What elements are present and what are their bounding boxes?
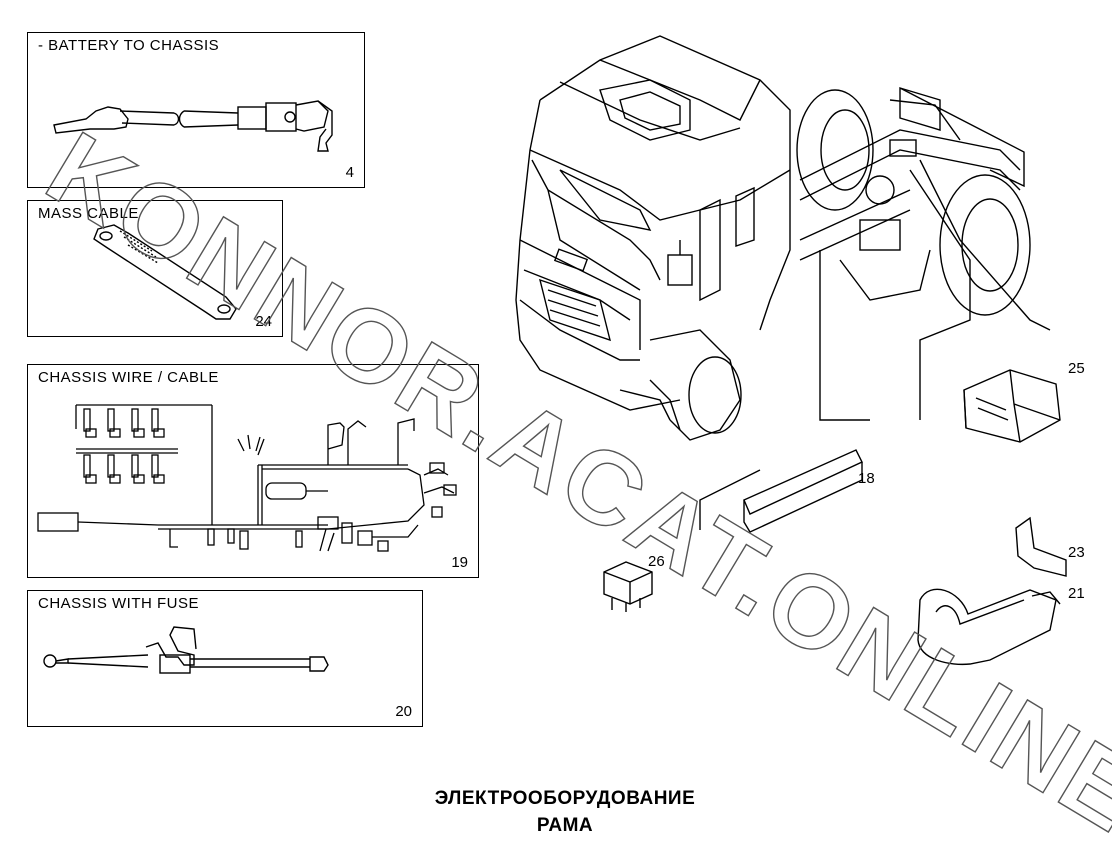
callout-bracket-21: 21	[1068, 585, 1085, 602]
footer-title-line1: ЭЛЕКТРООБОРУДОВАНИЕ	[434, 788, 696, 809]
mass-cable-panel: MASS CABLE 24	[27, 200, 283, 337]
fuse-cable-drawing	[43, 626, 329, 674]
chassis-with-fuse-title: CHASSIS WITH FUSE	[38, 595, 200, 612]
chassis-with-fuse-ref: 20	[395, 703, 412, 720]
mass-cable-title: MASS CABLE	[38, 205, 139, 222]
battery-cable-drawing	[53, 100, 333, 152]
callout-ecu-25: 25	[1068, 360, 1085, 377]
callout-bracket-23: 23	[1068, 544, 1085, 561]
footer-title-line2: РАМА	[536, 815, 594, 836]
battery-to-chassis-title: - BATTERY TO CHASSIS	[38, 37, 220, 54]
chassis-wire-ref: 19	[451, 554, 468, 571]
battery-to-chassis-ref: 4	[345, 164, 354, 181]
chassis-wire-title: CHASSIS WIRE / CABLE	[38, 369, 219, 386]
callout-relay-26: 26	[648, 553, 665, 570]
chassis-wire-harness-drawing	[37, 404, 457, 552]
callout-rail-18: 18	[858, 470, 875, 487]
mass-cable-drawing	[93, 224, 237, 320]
mass-cable-ref: 24	[255, 313, 272, 330]
chassis-with-fuse-panel: CHASSIS WITH FUSE 20	[27, 590, 423, 727]
chassis-wire-panel: CHASSIS WIRE / CABLE	[27, 364, 479, 578]
battery-to-chassis-panel: - BATTERY TO CHASSIS 4	[27, 32, 365, 188]
